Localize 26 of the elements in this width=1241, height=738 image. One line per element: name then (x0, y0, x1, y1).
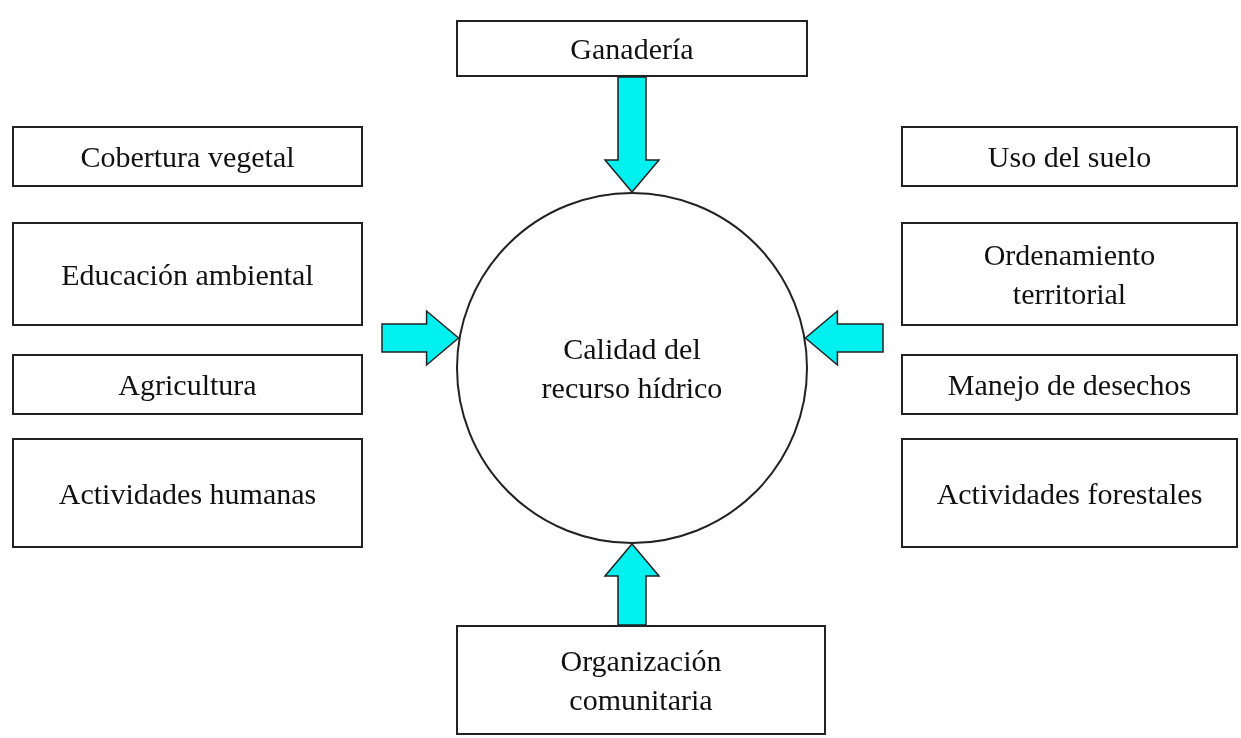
center-circle (456, 192, 808, 544)
node-label: Uso del suelo (987, 139, 1152, 175)
node-label: Cobertura vegetal (80, 139, 295, 175)
node-label: Actividades humanas (58, 475, 317, 512)
node-label: Ganadería (570, 31, 694, 67)
node-label: Manejo de desechos (947, 367, 1192, 403)
factor-box (12, 222, 363, 326)
factor-box (901, 354, 1238, 415)
factor-box (456, 20, 808, 77)
factor-box (901, 438, 1238, 548)
node-label: Ordenamiento territorial (982, 237, 1157, 312)
factor-box (12, 126, 363, 187)
block-arrow (603, 542, 661, 626)
block-arrow (381, 309, 460, 367)
factor-box (12, 438, 363, 548)
node-label: Organización comunitaria (559, 643, 723, 718)
node-label: Actividades forestales (936, 475, 1203, 512)
block-arrow (603, 76, 661, 194)
factor-box (12, 354, 363, 415)
node-label: Calidad del recurso hídrico (540, 331, 724, 406)
block-arrow (804, 309, 884, 367)
node-label: Agricultura (118, 367, 257, 403)
factor-box (456, 625, 826, 735)
factor-box (901, 222, 1238, 326)
factor-box (901, 126, 1238, 187)
node-label: Educación ambiental (61, 256, 314, 293)
